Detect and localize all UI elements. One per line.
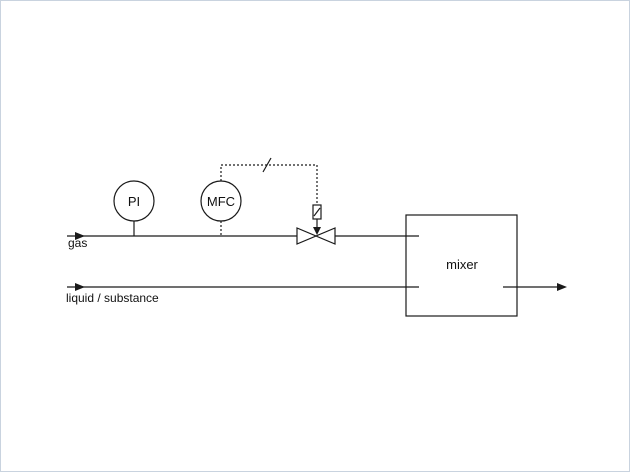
pi-label: PI [128,194,140,209]
valve-stem-arrow [313,227,321,235]
mfc-label: MFC [207,194,235,209]
gas-inlet-arrow [75,232,85,240]
actuator-slash [313,207,321,217]
signal-tick-mark [262,157,272,173]
mixer-label: mixer [446,257,478,272]
control-valve-left [296,227,318,245]
outlet-arrow [557,283,567,291]
control-signal-line [220,164,318,205]
control-valve-right [314,227,336,245]
mixer-box [405,214,518,317]
liquid-inlet-arrow [75,283,85,291]
liquid-substance-label: liquid / substance [66,291,159,305]
gas-label: gas [68,236,87,250]
